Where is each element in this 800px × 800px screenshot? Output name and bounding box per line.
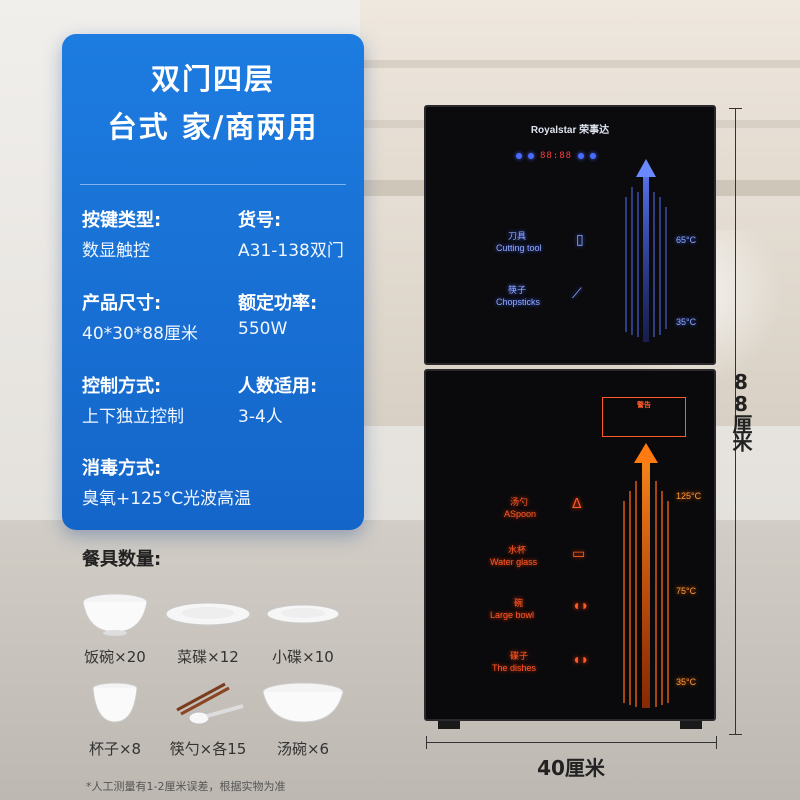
mode-button-icon[interactable] [528, 153, 534, 159]
panel-subtitle: 台式 家/商两用 [107, 110, 319, 144]
soup-bowl-icon [258, 680, 348, 730]
tableware-label: 菜碟×12 [177, 648, 239, 666]
cup-icon [70, 680, 160, 730]
spec-key: 货号: [238, 210, 282, 231]
panel-divider [80, 184, 346, 185]
tableware-label: 筷勺×各15 [169, 740, 247, 758]
tableware-item: 菜碟×12 [163, 588, 253, 667]
knife-icon: ▯ [576, 231, 584, 247]
height-label: 88厘米 [729, 370, 753, 450]
tableware-item: 杯子×8 [70, 680, 160, 759]
tableware-label: 杯子×8 [88, 740, 142, 758]
tableware-label: 汤碗×6 [276, 740, 330, 758]
zone-label-cn: 汤勺 [510, 497, 529, 507]
spec-size: 产品尺寸: 40*30*88厘米 [82, 289, 198, 344]
spec-key: 额定功率: [238, 293, 318, 314]
measurement-footnote: *人工测量有1-2厘米误差，根据实物为准 [86, 780, 286, 793]
chopsticks-icon: ⟋ [572, 285, 582, 301]
dimension-cap [729, 108, 742, 109]
spec-panel: 双门四层 台式 家/商两用 按键类型: 数显触控 货号: A31-138双门 产… [62, 34, 364, 530]
spec-value: A31-138双门 [238, 241, 344, 261]
temp-label: 75°C [676, 586, 697, 596]
cabinet-foot [680, 721, 702, 729]
temp-label: 35°C [676, 317, 697, 327]
spec-key: 控制方式: [82, 376, 162, 397]
plate-icon: ◖◗ [572, 651, 589, 667]
zone-label-cn: 筷子 [508, 285, 527, 295]
spec-value: 数显触控 [82, 241, 150, 261]
tableware-item: 小碟×10 [258, 588, 348, 667]
zone-label-en: Cutting tool [496, 243, 542, 253]
heat-glow-rack-icon [623, 443, 669, 708]
tableware-item: 筷勺×各15 [163, 680, 253, 759]
spec-key: 消毒方式: [82, 458, 162, 479]
function-button-icon[interactable] [590, 153, 597, 159]
timer-button-icon[interactable] [578, 153, 585, 159]
spec-key: 产品尺寸: [82, 293, 162, 314]
tableware-label: 饭碗×20 [84, 648, 146, 666]
bowl-icon: ◖◗ [572, 597, 589, 613]
power-button-icon[interactable] [516, 153, 522, 159]
spec-power: 额定功率: 550W [238, 289, 317, 339]
brand-logo: Royalstar 荣事达 [530, 125, 610, 136]
spec-key: 人数适用: [238, 376, 318, 397]
dish-plate-icon [163, 588, 253, 638]
chopsticks-spoon-icon [163, 680, 253, 730]
temp-label: 65°C [676, 235, 697, 245]
spec-value: 臭氧+125°C光波高温 [82, 489, 252, 509]
zone-label-cn: 刀具 [508, 231, 527, 241]
width-label: 40厘米 [537, 756, 605, 780]
tableware-item: 汤碗×6 [258, 680, 348, 759]
control-panel: 88:88 [516, 147, 636, 165]
warning-title: 警告 [637, 401, 651, 409]
spec-key: 按键类型: [82, 210, 162, 231]
disinfection-cabinet: Royalstar 荣事达 88:88 65°C 35°C [424, 105, 716, 729]
temp-label: 35°C [676, 677, 697, 687]
uv-glow-rack-icon [625, 159, 667, 342]
spec-value: 550W [238, 319, 288, 339]
warning-label: 警告 [602, 397, 686, 437]
spec-value: 3-4人 [238, 407, 283, 427]
zone-label-en: ASpoon [504, 509, 537, 519]
spec-disinfection: 消毒方式: 臭氧+125°C光波高温 [82, 454, 251, 509]
zone-label-cn: 碟子 [510, 651, 529, 661]
spec-model-number: 货号: A31-138双门 [238, 206, 344, 261]
tableware-label: 小碟×10 [272, 648, 334, 666]
cabinet-top-door: Royalstar 荣事达 88:88 65°C 35°C [424, 105, 716, 365]
spec-capacity: 人数适用: 3-4人 [238, 372, 317, 427]
zone-label-en: Chopsticks [496, 297, 541, 307]
small-plate-icon [258, 588, 348, 638]
spec-value: 40*30*88厘米 [82, 324, 198, 344]
digital-display: 88:88 [540, 151, 573, 161]
temp-label: 125°C [676, 491, 702, 501]
zone-label-en: Water glass [490, 557, 538, 567]
dimension-cap [716, 736, 717, 749]
spec-button-type: 按键类型: 数显触控 [82, 206, 161, 261]
cabinet-foot [438, 721, 460, 729]
cabinet-bottom-door: 警告 125°C 75°C 35°C 汤勺 ASpoon ᐃ 水杯 Water … [424, 369, 716, 721]
zone-label-en: The dishes [492, 663, 537, 673]
tableware-title: 餐具数量: [82, 549, 162, 570]
zone-label-en: Large bowl [490, 610, 535, 620]
panel-title: 双门四层 [150, 62, 275, 96]
zone-label-cn: 水杯 [508, 545, 527, 555]
width-dimension-line [426, 742, 716, 743]
rice-bowl-icon [70, 588, 160, 638]
dimension-cap [426, 736, 427, 749]
spec-control: 控制方式: 上下独立控制 [82, 372, 184, 427]
glass-icon: ▭ [572, 545, 586, 561]
height-dimension-line [735, 108, 736, 734]
zone-label-cn: 碗 [514, 598, 524, 608]
dimension-cap [729, 734, 742, 735]
spec-value: 上下独立控制 [82, 407, 184, 427]
tableware-item: 饭碗×20 [70, 588, 160, 667]
spoon-icon: ᐃ [572, 495, 582, 511]
